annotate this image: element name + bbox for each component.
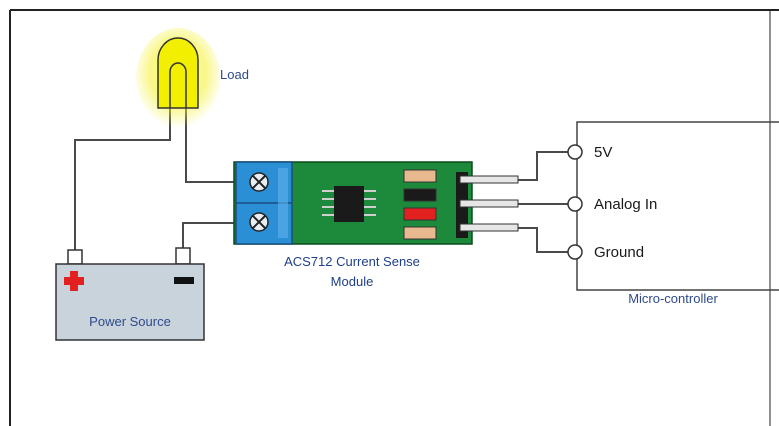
diagram-frame	[9, 9, 779, 426]
load-bulb-icon	[136, 28, 220, 128]
power-source-battery	[55, 247, 205, 341]
pin-label-analog-in: Analog In	[594, 196, 657, 213]
pin-5v-connector-icon	[567, 144, 583, 160]
mcu-label: Micro-controller	[628, 291, 718, 306]
module-label-line1: ACS712 Current Sense	[284, 254, 420, 269]
pin-label-ground: Ground	[594, 244, 644, 261]
module-label-line2: Module	[331, 274, 374, 289]
plus-icon	[64, 271, 84, 291]
resistor-components	[403, 169, 437, 240]
terminal-screw-bottom-icon	[249, 212, 269, 232]
power-source-label: Power Source	[89, 314, 171, 329]
pin-label-5v: 5V	[594, 144, 612, 161]
ic-chip-icon	[322, 186, 376, 222]
pin-analog-connector-icon	[567, 196, 583, 212]
minus-icon	[174, 277, 194, 284]
pin-ground-connector-icon	[567, 244, 583, 260]
load-label: Load	[220, 67, 249, 82]
terminal-screw-top-icon	[249, 172, 269, 192]
header-pins	[456, 172, 519, 238]
